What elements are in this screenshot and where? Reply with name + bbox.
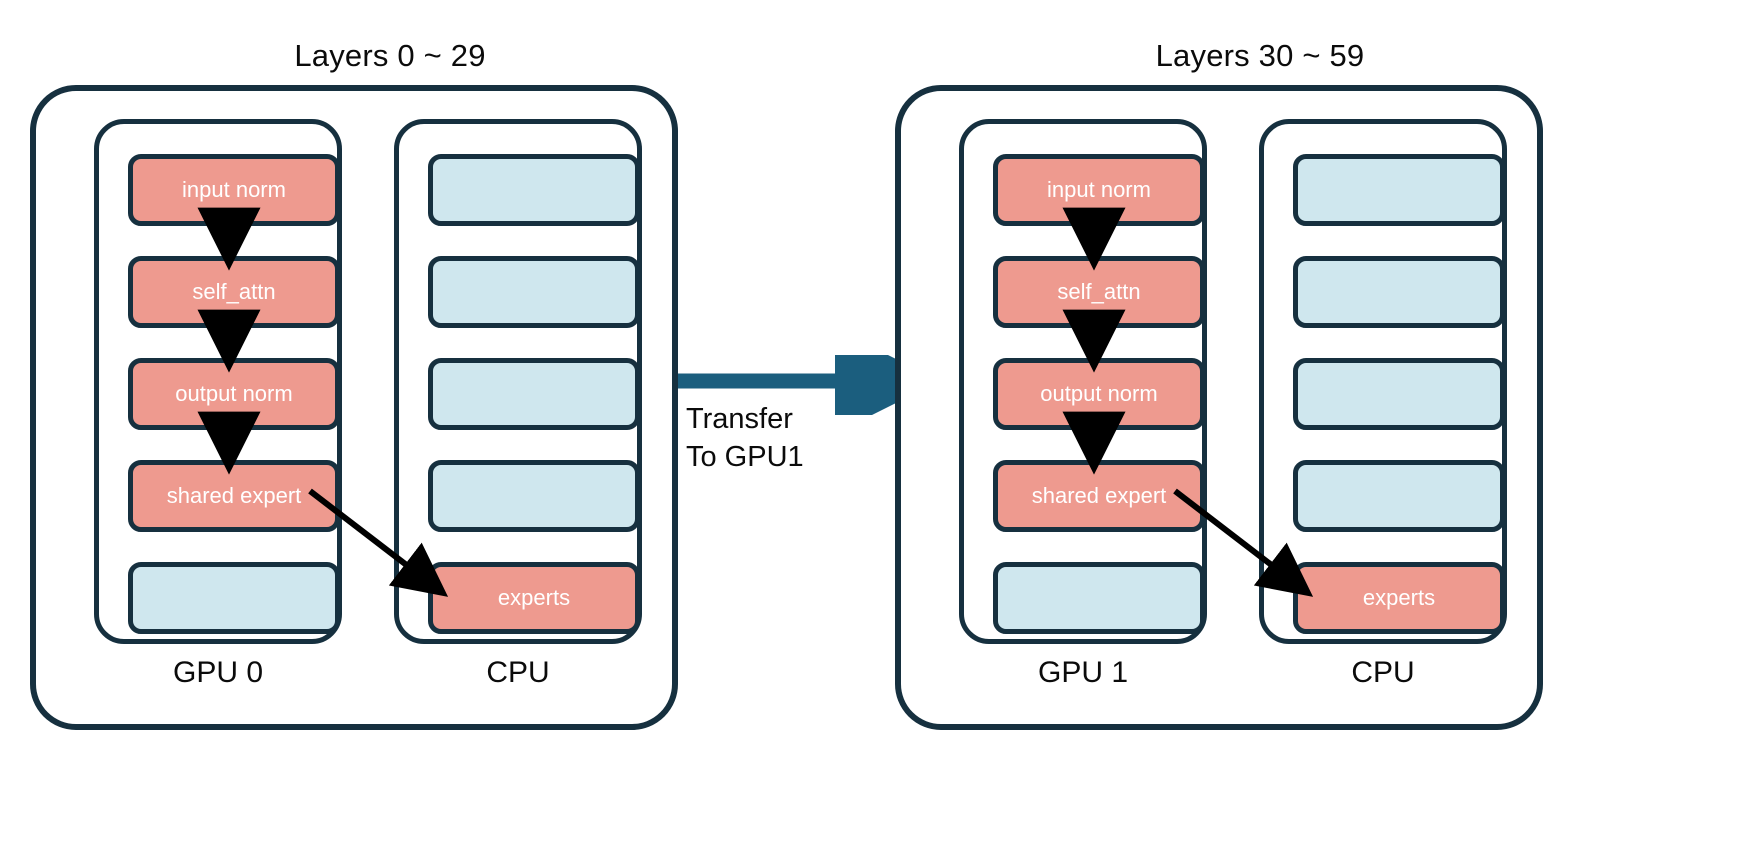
panel-right-group: input norm self_attn output norm shared … (895, 85, 1543, 730)
device-label-cpu-left: CPU (486, 656, 550, 689)
block-empty-gpu[interactable] (993, 562, 1205, 634)
block-output-norm[interactable]: output norm (128, 358, 340, 430)
block-cpu-slot-1[interactable] (428, 154, 640, 226)
gpu-column-left: input norm self_attn output norm shared … (94, 119, 342, 644)
block-cpu-slot-3[interactable] (1293, 358, 1505, 430)
panel-left-group: input norm self_attn output norm shared … (30, 85, 678, 730)
block-cpu-slot-4[interactable] (1293, 460, 1505, 532)
block-experts[interactable]: experts (1293, 562, 1505, 634)
device-label-gpu-right: GPU 1 (1037, 656, 1129, 689)
panel-title-right: Layers 30 ~ 59 (1155, 38, 1365, 73)
block-self-attn[interactable]: self_attn (993, 256, 1205, 328)
block-empty-gpu[interactable] (128, 562, 340, 634)
block-cpu-slot-2[interactable] (1293, 256, 1505, 328)
block-input-norm[interactable]: input norm (993, 154, 1205, 226)
device-label-gpu-left: GPU 0 (172, 656, 264, 689)
cpu-column-right: experts (1259, 119, 1507, 644)
block-experts[interactable]: experts (428, 562, 640, 634)
panel-title-left: Layers 0 ~ 29 (294, 38, 486, 73)
transfer-label: Transfer To GPU1 (686, 403, 804, 473)
block-cpu-slot-2[interactable] (428, 256, 640, 328)
block-input-norm[interactable]: input norm (128, 154, 340, 226)
device-label-cpu-right: CPU (1351, 656, 1415, 689)
gpu-column-right: input norm self_attn output norm shared … (959, 119, 1207, 644)
cpu-column-left: experts (394, 119, 642, 644)
block-shared-expert[interactable]: shared expert (993, 460, 1205, 532)
block-cpu-slot-3[interactable] (428, 358, 640, 430)
block-cpu-slot-1[interactable] (1293, 154, 1505, 226)
block-self-attn[interactable]: self_attn (128, 256, 340, 328)
block-output-norm[interactable]: output norm (993, 358, 1205, 430)
block-cpu-slot-4[interactable] (428, 460, 640, 532)
block-shared-expert[interactable]: shared expert (128, 460, 340, 532)
transfer-arrow-icon (678, 355, 898, 415)
